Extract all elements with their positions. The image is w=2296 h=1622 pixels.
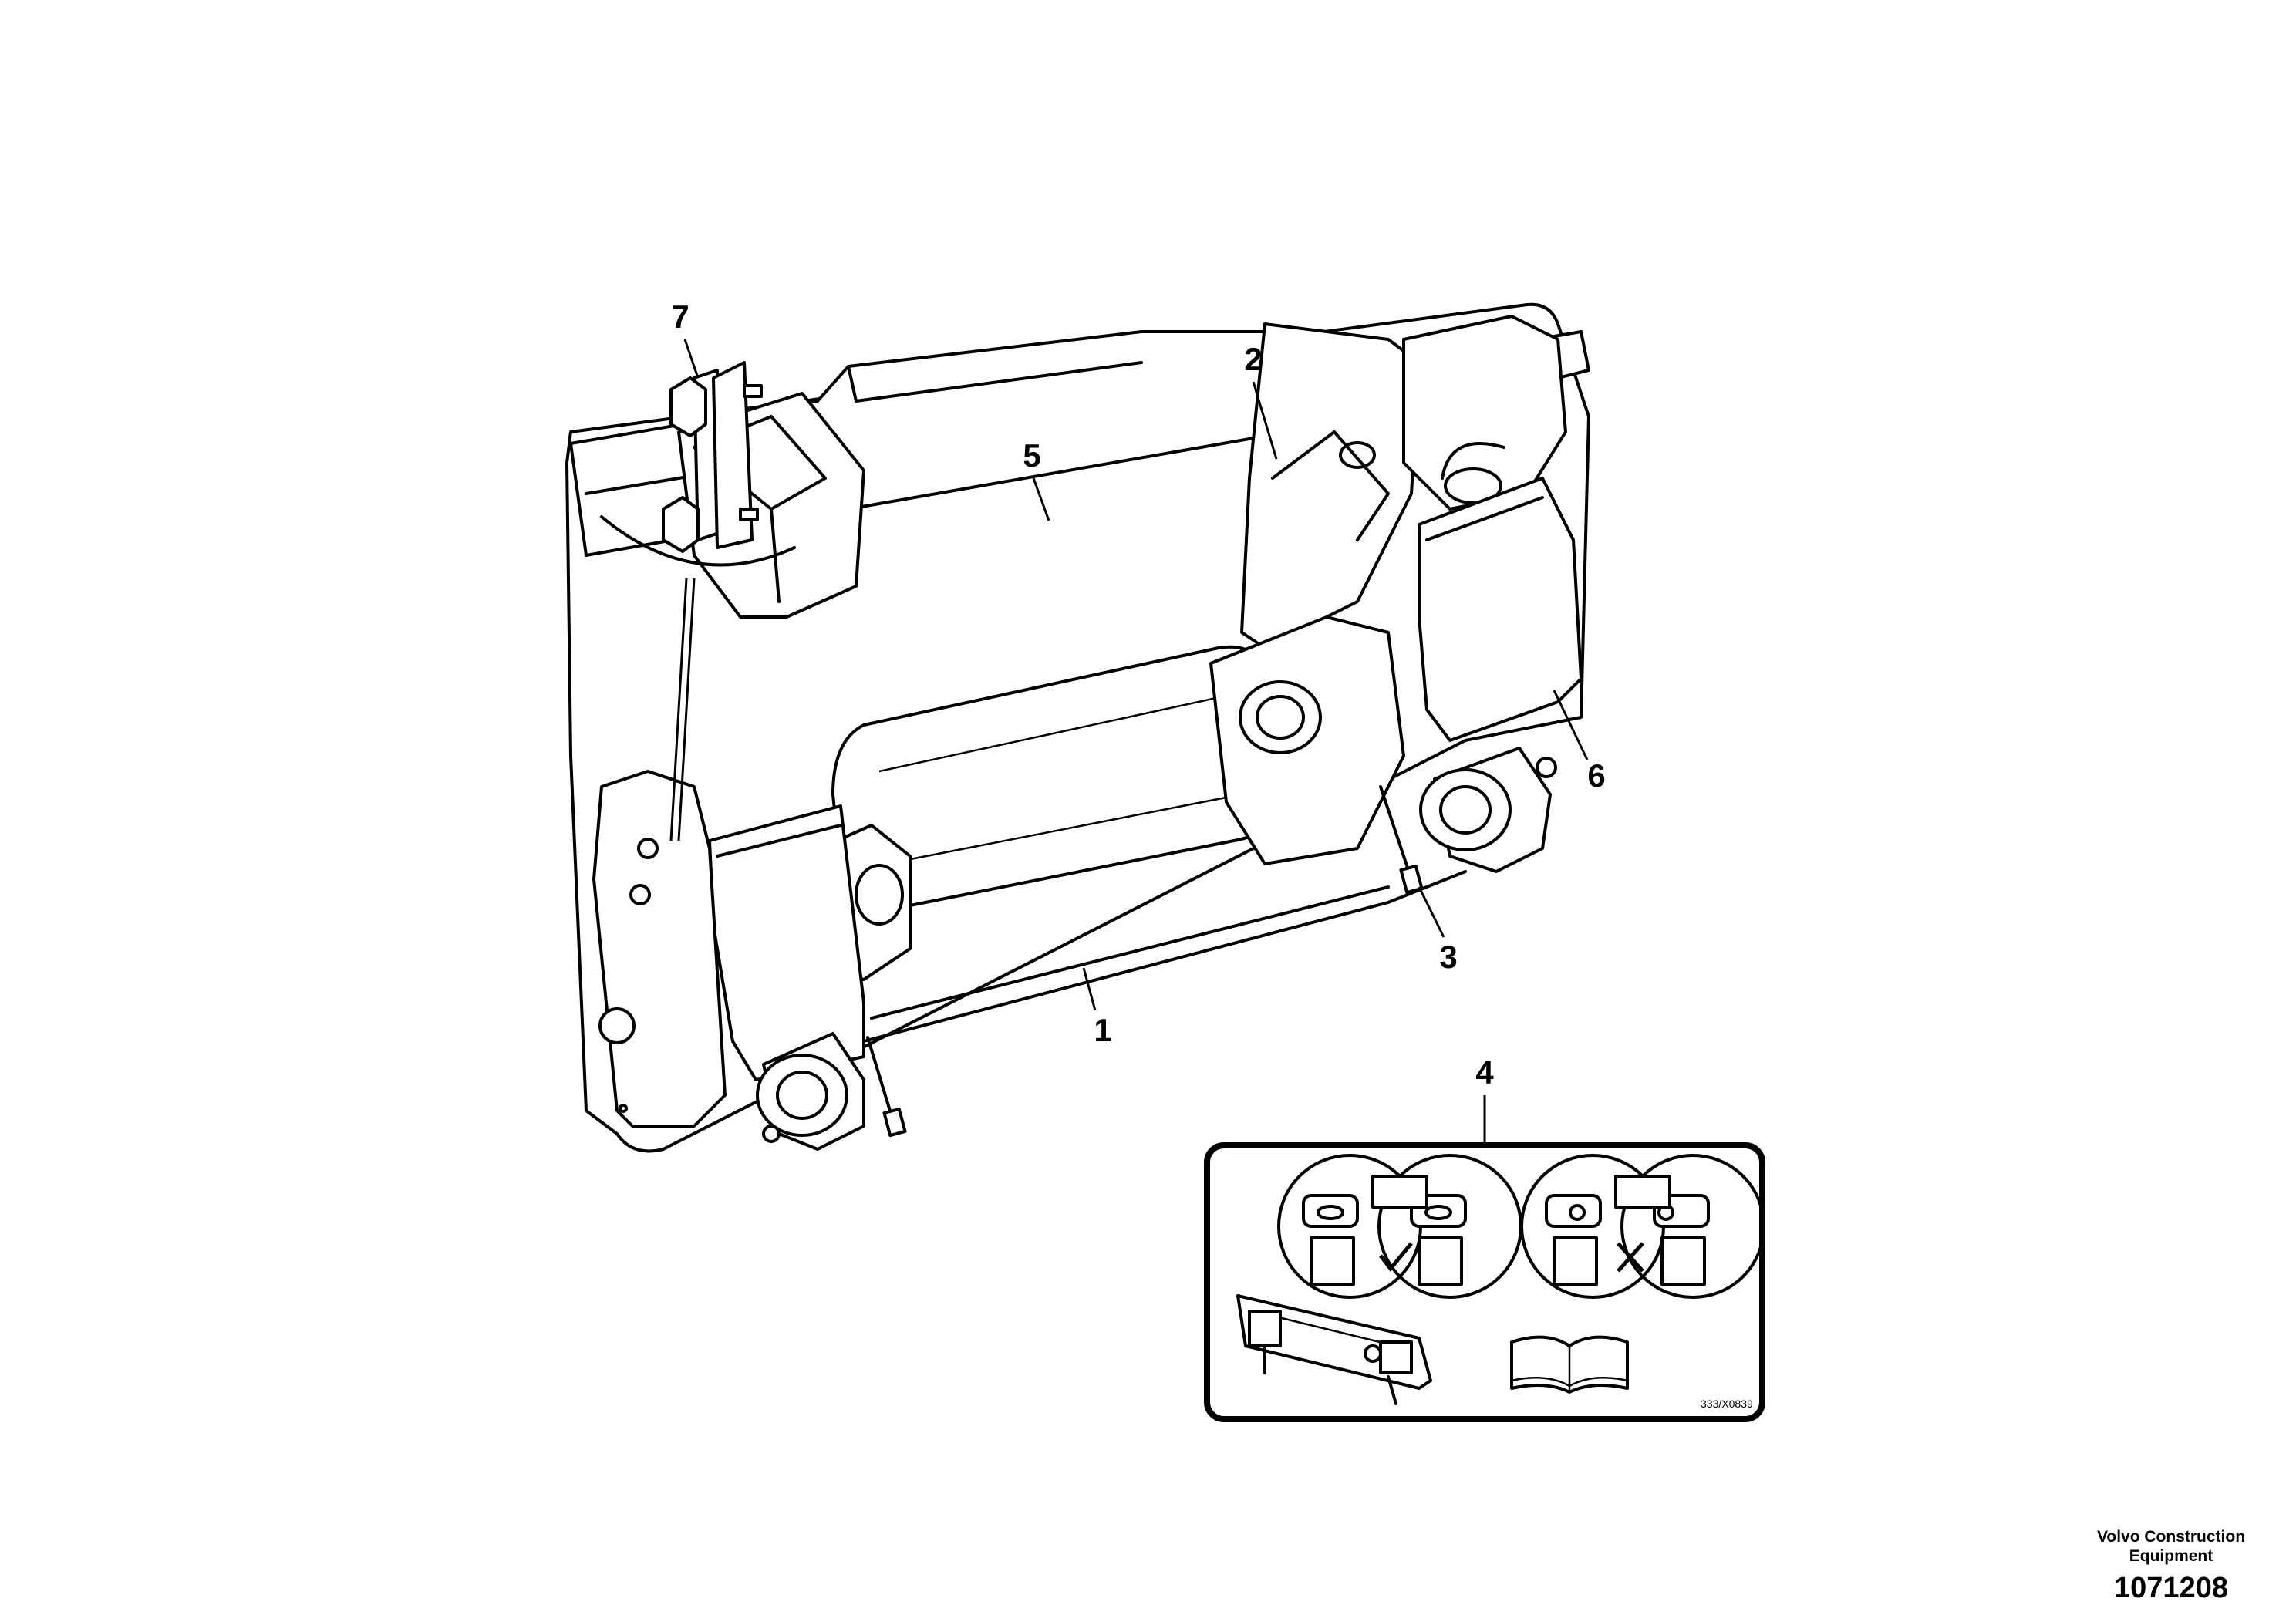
book-icon <box>1510 1335 1629 1394</box>
callout-6: 6 <box>1553 690 1606 794</box>
decal-bracket-sketch <box>1236 1294 1432 1405</box>
callout-2: 2 <box>1244 341 1278 460</box>
svg-text:5: 5 <box>1023 437 1040 474</box>
decal-inset-item-4: 333/X0839 <box>1204 1142 1765 1422</box>
svg-text:2: 2 <box>1244 341 1262 377</box>
decal-incorrect-position <box>1520 1154 1765 1299</box>
svg-text:4: 4 <box>1475 1054 1494 1091</box>
checkmark-icon <box>1379 1242 1413 1273</box>
decal-code: 333/X0839 <box>1701 1398 1753 1410</box>
svg-text:6: 6 <box>1587 757 1605 794</box>
callout-5: 5 <box>1023 437 1050 521</box>
decal-correct-position <box>1277 1154 1522 1299</box>
callout-1: 1 <box>1082 967 1112 1048</box>
callout-7: 7 <box>671 298 700 379</box>
svg-text:1: 1 <box>1094 1012 1111 1048</box>
svg-text:3: 3 <box>1439 939 1457 975</box>
callout-3: 3 <box>1418 886 1458 975</box>
cross-icon <box>1617 1242 1644 1273</box>
svg-text:7: 7 <box>671 298 689 335</box>
detail-bracket-item-7 <box>600 361 796 841</box>
callout-4: 4 <box>1475 1054 1494 1145</box>
company-name: Volvo Construction Equipment <box>2096 1528 2246 1565</box>
attachment-bracket-assembly <box>565 302 1590 1153</box>
document-number: 1071208 <box>2114 1572 2228 1604</box>
footer-caption: Volvo Construction Equipment 1071208 <box>2079 1527 2264 1605</box>
